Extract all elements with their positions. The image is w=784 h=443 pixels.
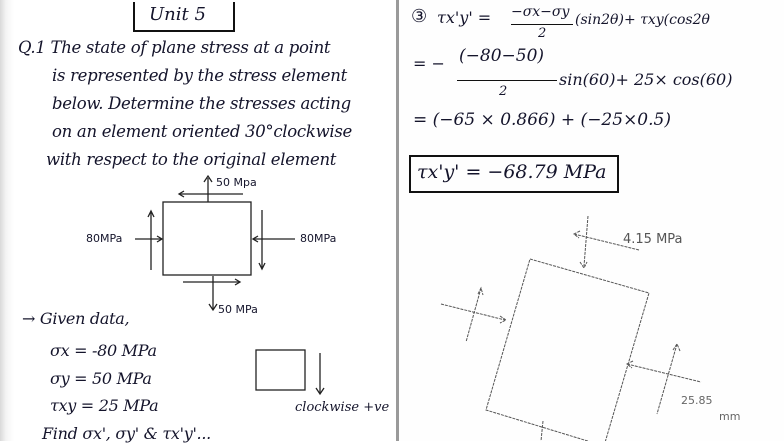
question-line-2: is represented by the stress element [52,66,347,85]
given-data-heading: → Given data, [22,309,130,328]
step-number: ③ [411,6,428,27]
result-box: τx'y' = −68.79 MPa [409,155,619,193]
sign-convention-note: clockwise +ve [295,400,390,415]
formula-lhs: τx'y' = [437,8,492,27]
left-stress-label: 80MPa [86,232,123,245]
substitution-rest: sin(60)+ 25× cos(60) [559,70,733,89]
right-notebook-page: ③ τx'y' = −σx−σy 2 (sin2θ)+ τxy(cos2θ = … [399,0,784,441]
question-line-1: Q.1 The state of plane stress at a point [18,38,331,57]
evaluation-line: = (−65 × 0.866) + (−25×0.5) [413,110,671,130]
rotated-stress-label: 4.15 MPa [623,232,683,247]
given-tau-xy: τxy = 25 MPa [50,396,159,415]
rotated-element-diagram [440,216,702,441]
question-line-5: with respect to the original element [46,150,337,169]
top-stress-label: 50 Mpa [216,176,257,189]
sign-convention-sketch [255,349,325,396]
page-divider [396,0,399,441]
formula-fraction-bar [511,24,573,25]
given-sigma-y: σy = 50 MPa [50,369,152,388]
substitution-denominator: 2 [499,84,508,99]
unit-title-box: Unit 5 [133,2,235,32]
unit-title: Unit 5 [149,4,206,25]
given-sigma-x: σx = -80 MPa [50,341,157,360]
substitution-prefix: = − [413,54,445,73]
question-line-4: on an element oriented 30°clockwise [52,122,352,141]
stress-element-diagram [135,174,295,312]
substitution-numerator: (−80−50) [459,46,545,66]
formula-numerator: −σx−σy [511,4,570,20]
find-line: Find σx', σy' & τx'y'... [42,424,211,443]
substitution-fraction-bar [457,80,557,81]
formula-denominator: 2 [538,26,547,41]
question-line-3: below. Determine the stresses acting [52,94,351,113]
dimension-value: 25.85 [681,394,713,407]
left-notebook-page: Unit 5 Q.1 The state of plane stress at … [0,0,397,443]
formula-rest: (sin2θ)+ τxy(cos2θ [575,12,710,28]
dimension-unit: mm [719,410,741,423]
right-stress-label: 80MPa [300,232,337,245]
bottom-stress-label: 50 MPa [218,303,258,316]
result-text: τx'y' = −68.79 MPa [417,161,607,183]
